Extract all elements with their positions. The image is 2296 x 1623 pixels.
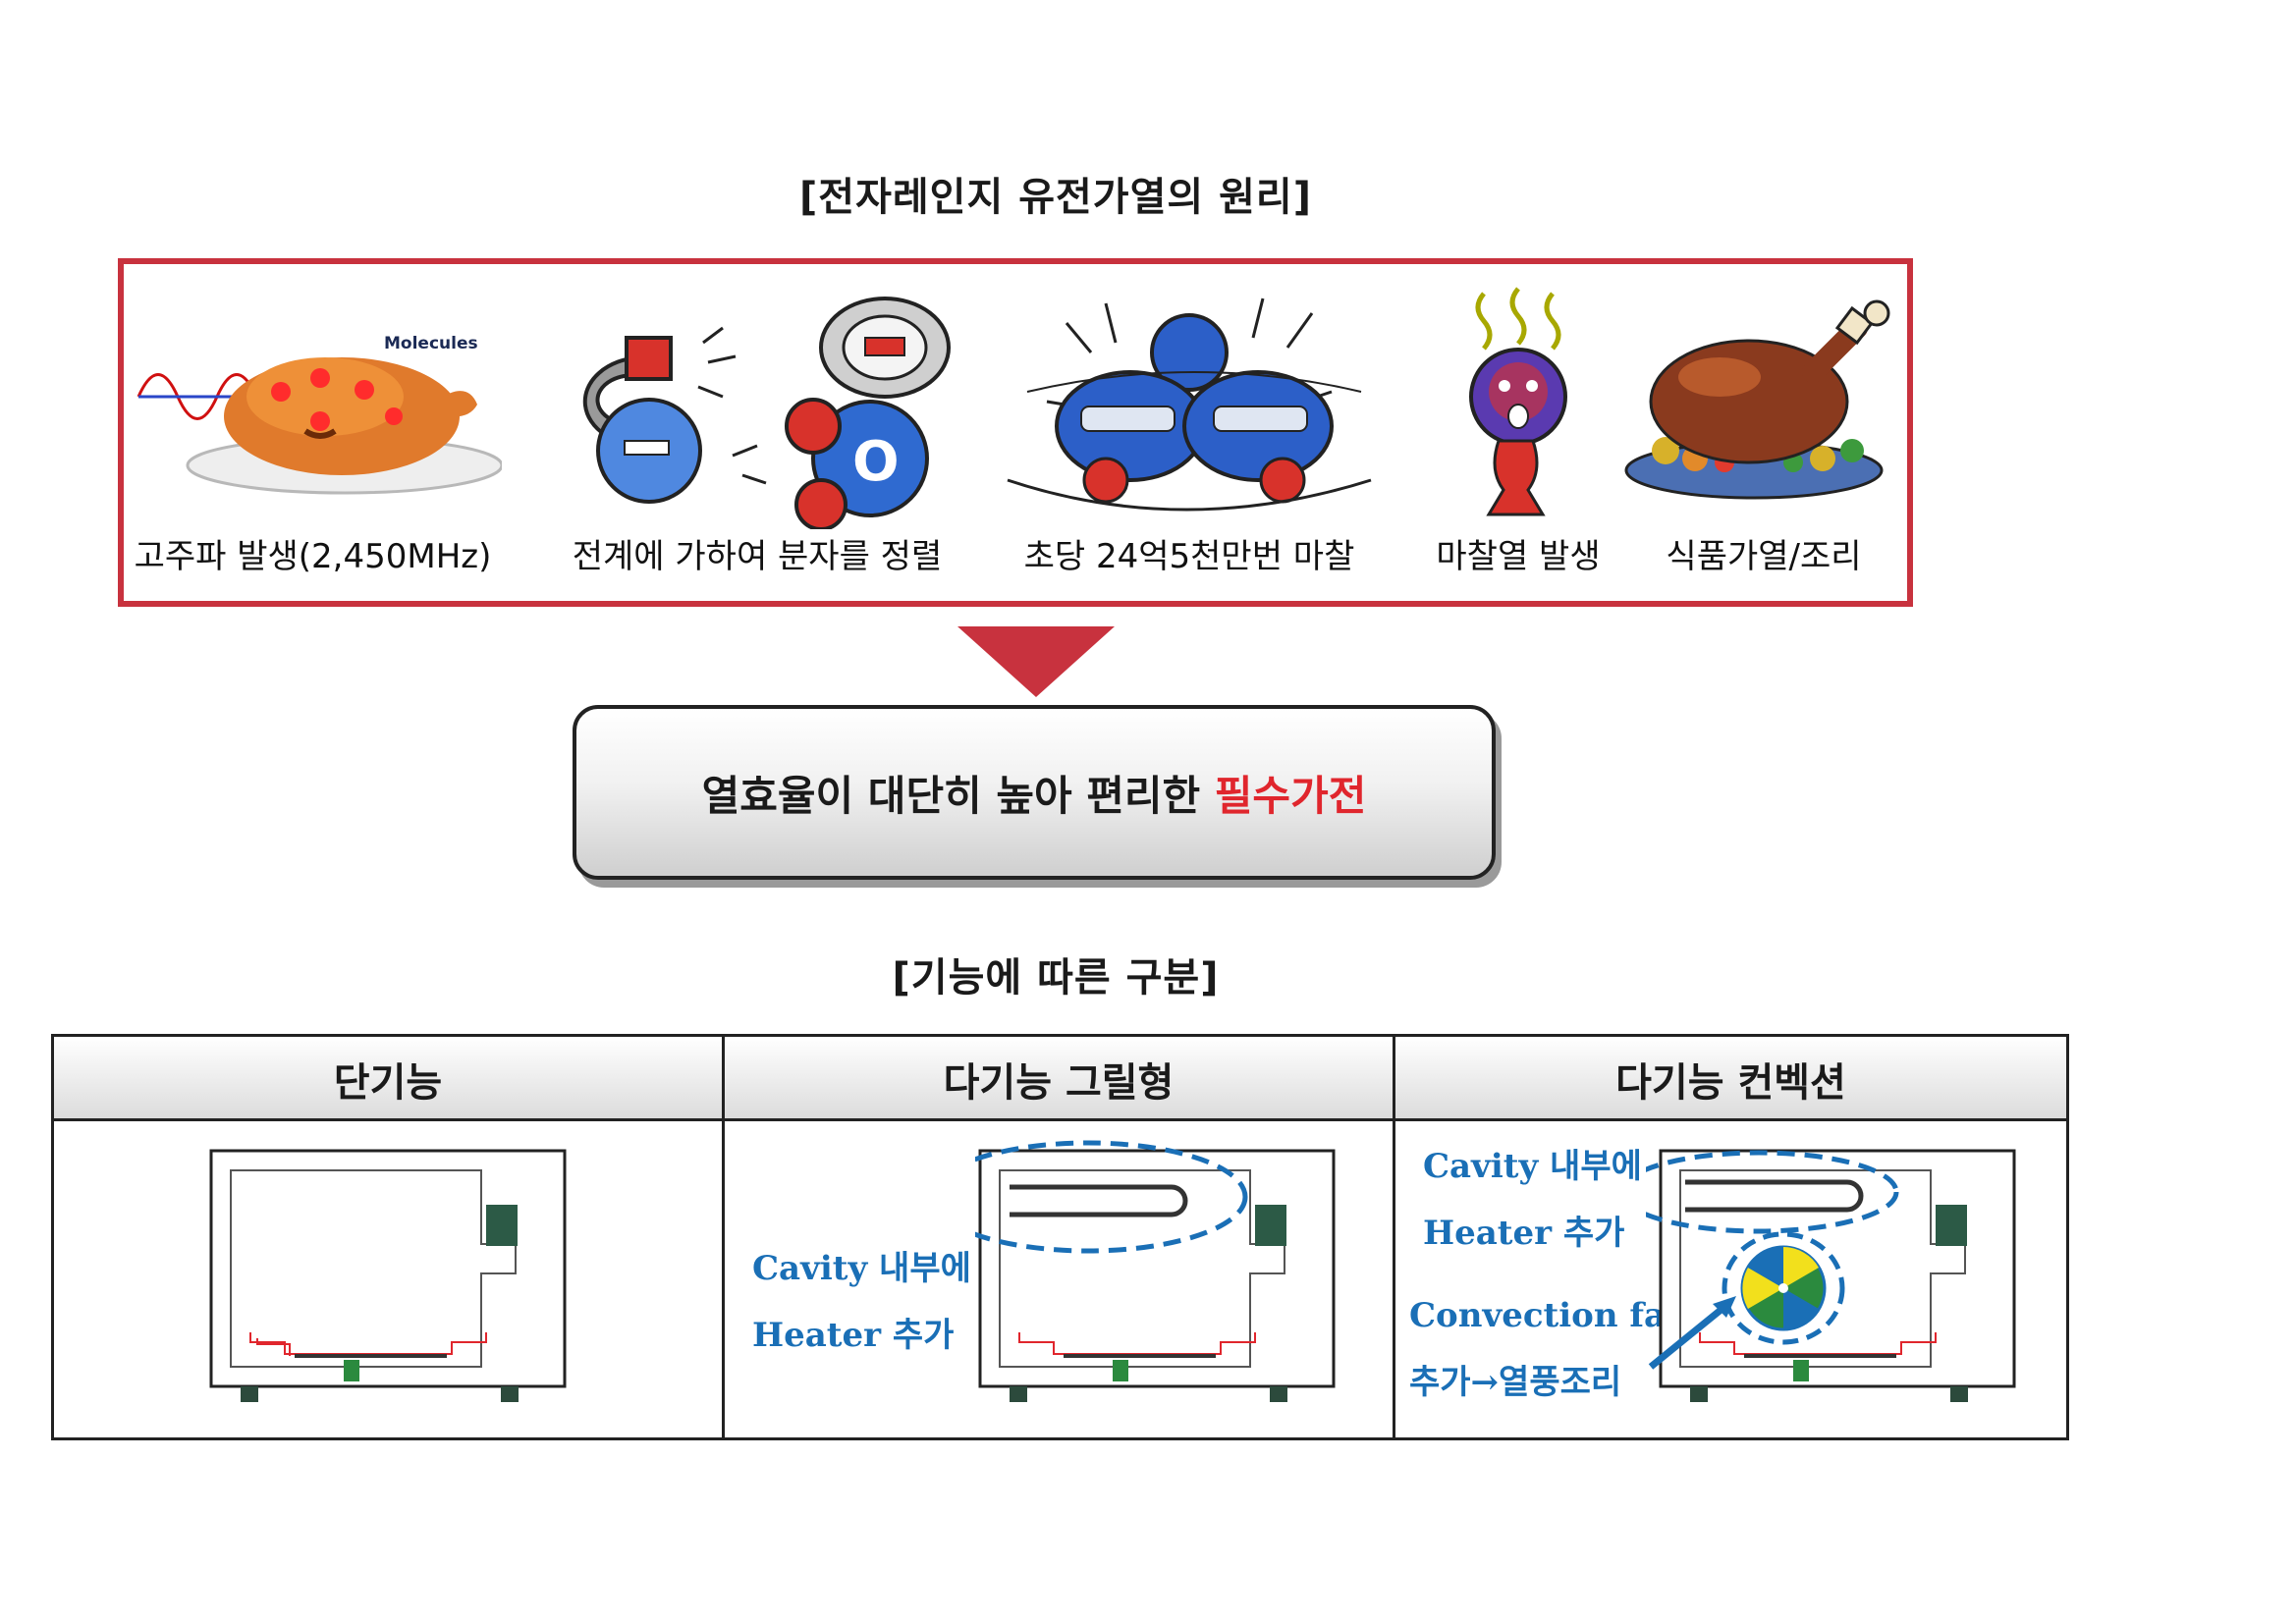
result-highlight: 필수가전 [1214, 771, 1367, 820]
step-label: 식품가열/조리 [1666, 537, 1862, 576]
column-divider [1393, 1037, 1395, 1437]
svg-text:O: O [852, 430, 900, 494]
step-friction: 초당 24억5천만번 마찰 [988, 264, 1391, 601]
result-box: 열효율이 대단히 높아 편리한 필수가전 [573, 705, 1496, 880]
step-high-frequency: Molecules 고주파 발생(2,450MHz) [124, 264, 502, 601]
step-food-cooking: 식품가열/조리 [1616, 264, 1911, 601]
header-grill: 다기능 그릴형 [943, 1060, 1175, 1106]
result-text: 열효율이 대단히 높아 편리한 [701, 771, 1201, 820]
hot-molecule-icon [1469, 287, 1567, 516]
step-friction-heat: 마찰열 발생 [1371, 264, 1666, 601]
microwave-grill-diagram [975, 1140, 1336, 1402]
grill-note-line-2: Heater 추가 [752, 1316, 955, 1355]
molecules-label: Molecules [384, 334, 478, 353]
cell-grill: Cavity 내부에 Heater 추가 [725, 1121, 1393, 1437]
colliding-molecules-icon [1007, 298, 1372, 512]
grill-note-line-1: Cavity 내부에 [752, 1249, 971, 1288]
header-single-function: 단기능 [333, 1060, 443, 1106]
function-table: 단기능 다기능 그릴형 다기능 컨벡션 Cavity 내부에 Heater 추가 [51, 1034, 2069, 1440]
column-divider [722, 1037, 725, 1437]
header-convection: 다기능 컨벡션 [1615, 1060, 1846, 1106]
arrow-down-icon [957, 626, 1115, 697]
microwave-convection-diagram [1646, 1149, 2016, 1402]
microwave-basic-diagram [209, 1149, 567, 1402]
convection-note-line-2: Heater 추가 [1423, 1214, 1625, 1253]
principle-title: [전자레인지 유전가열의 원리] [798, 175, 1312, 220]
principle-frame: Molecules 고주파 발생(2,450MHz) O 전계에 가하여 분자를… [118, 258, 1913, 607]
step-label: 고주파 발생(2,450MHz) [134, 537, 492, 576]
step-label: 초당 24억5천만번 마찰 [1023, 537, 1355, 576]
step-label: 마찰열 발생 [1436, 537, 1601, 576]
step-label: 전계에 가하여 분자를 정렬 [572, 537, 943, 576]
convection-fan-icon [1740, 1245, 1827, 1331]
function-title: [기능에 따른 구분] [892, 955, 1220, 1001]
magnet-molecule-icon: O [582, 297, 951, 529]
convection-note-line-3: Convection fan [1409, 1296, 1690, 1335]
convection-note-line-1: Cavity 내부에 [1423, 1147, 1642, 1186]
cell-convection: Cavity 내부에 Heater 추가 Convection fan 추가→열… [1395, 1121, 2066, 1437]
convection-note-line-4: 추가→열풍조리 [1409, 1363, 1622, 1402]
cell-single-function [54, 1121, 722, 1437]
table-header-row: 단기능 다기능 그릴형 다기능 컨벡션 [54, 1037, 2066, 1121]
step-align-molecules: O 전계에 가하여 분자를 정렬 [536, 264, 978, 601]
microwave-wave-chicken-icon: Molecules [137, 334, 502, 495]
roast-turkey-icon [1624, 299, 1890, 500]
